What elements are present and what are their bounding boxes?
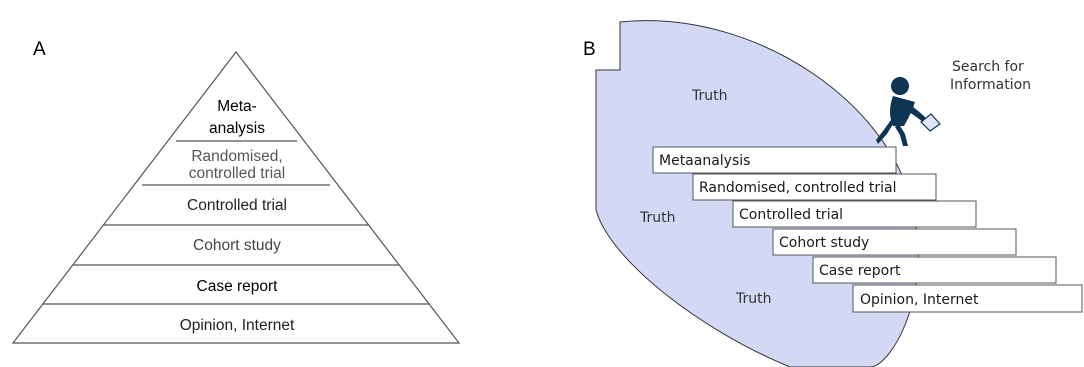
panel-b-label: B	[583, 39, 596, 60]
step-label: Controlled trial	[739, 207, 843, 223]
stair-step-opinion-internet: Opinion, Internet	[852, 284, 1083, 313]
pyramid-level-rct-line1: Randomised,	[191, 148, 282, 165]
evidence-pyramid: Meta- analysis Randomised, controlled tr…	[11, 51, 461, 344]
truth-label-bottom: Truth	[735, 291, 772, 307]
truth-staircase: Truth Truth Truth Metaanalysis Randomise…	[595, 20, 1083, 367]
stair-step-controlled-trial: Controlled trial	[732, 200, 977, 228]
step-label: Randomised, controlled trial	[699, 180, 897, 196]
stair-step-rct: Randomised, controlled trial	[692, 173, 937, 201]
stair-step-cohort-study: Cohort study	[772, 228, 1017, 256]
pyramid-level-cohort-study: Cohort study	[193, 237, 281, 254]
stair-step-case-report: Case report	[812, 256, 1057, 284]
pyramid-outline	[11, 51, 461, 344]
pyramid-level-rct-line2: controlled trial	[189, 165, 286, 182]
step-label: Case report	[819, 263, 901, 279]
tablet-icon	[920, 113, 941, 132]
pyramid-level-meta-analysis-line2: analysis	[209, 120, 265, 137]
truth-label-middle: Truth	[639, 210, 676, 226]
person-walking-icon	[876, 77, 926, 146]
step-label: Metaanalysis	[659, 153, 750, 169]
pyramid-level-case-report: Case report	[197, 278, 279, 295]
pyramid-level-controlled-trial: Controlled trial	[187, 197, 287, 214]
pyramid-level-opinion-internet: Opinion, Internet	[180, 317, 295, 334]
step-label: Cohort study	[779, 235, 869, 251]
panel-a-label: A	[33, 39, 46, 60]
truth-label-top: Truth	[691, 88, 728, 104]
step-label: Opinion, Internet	[860, 292, 979, 308]
search-label-line1: Search for	[952, 59, 1024, 75]
pyramid-level-meta-analysis-line1: Meta-	[217, 98, 257, 115]
stair-step-metaanalysis: Metaanalysis	[652, 146, 897, 174]
search-label-line2: Information	[950, 77, 1031, 93]
